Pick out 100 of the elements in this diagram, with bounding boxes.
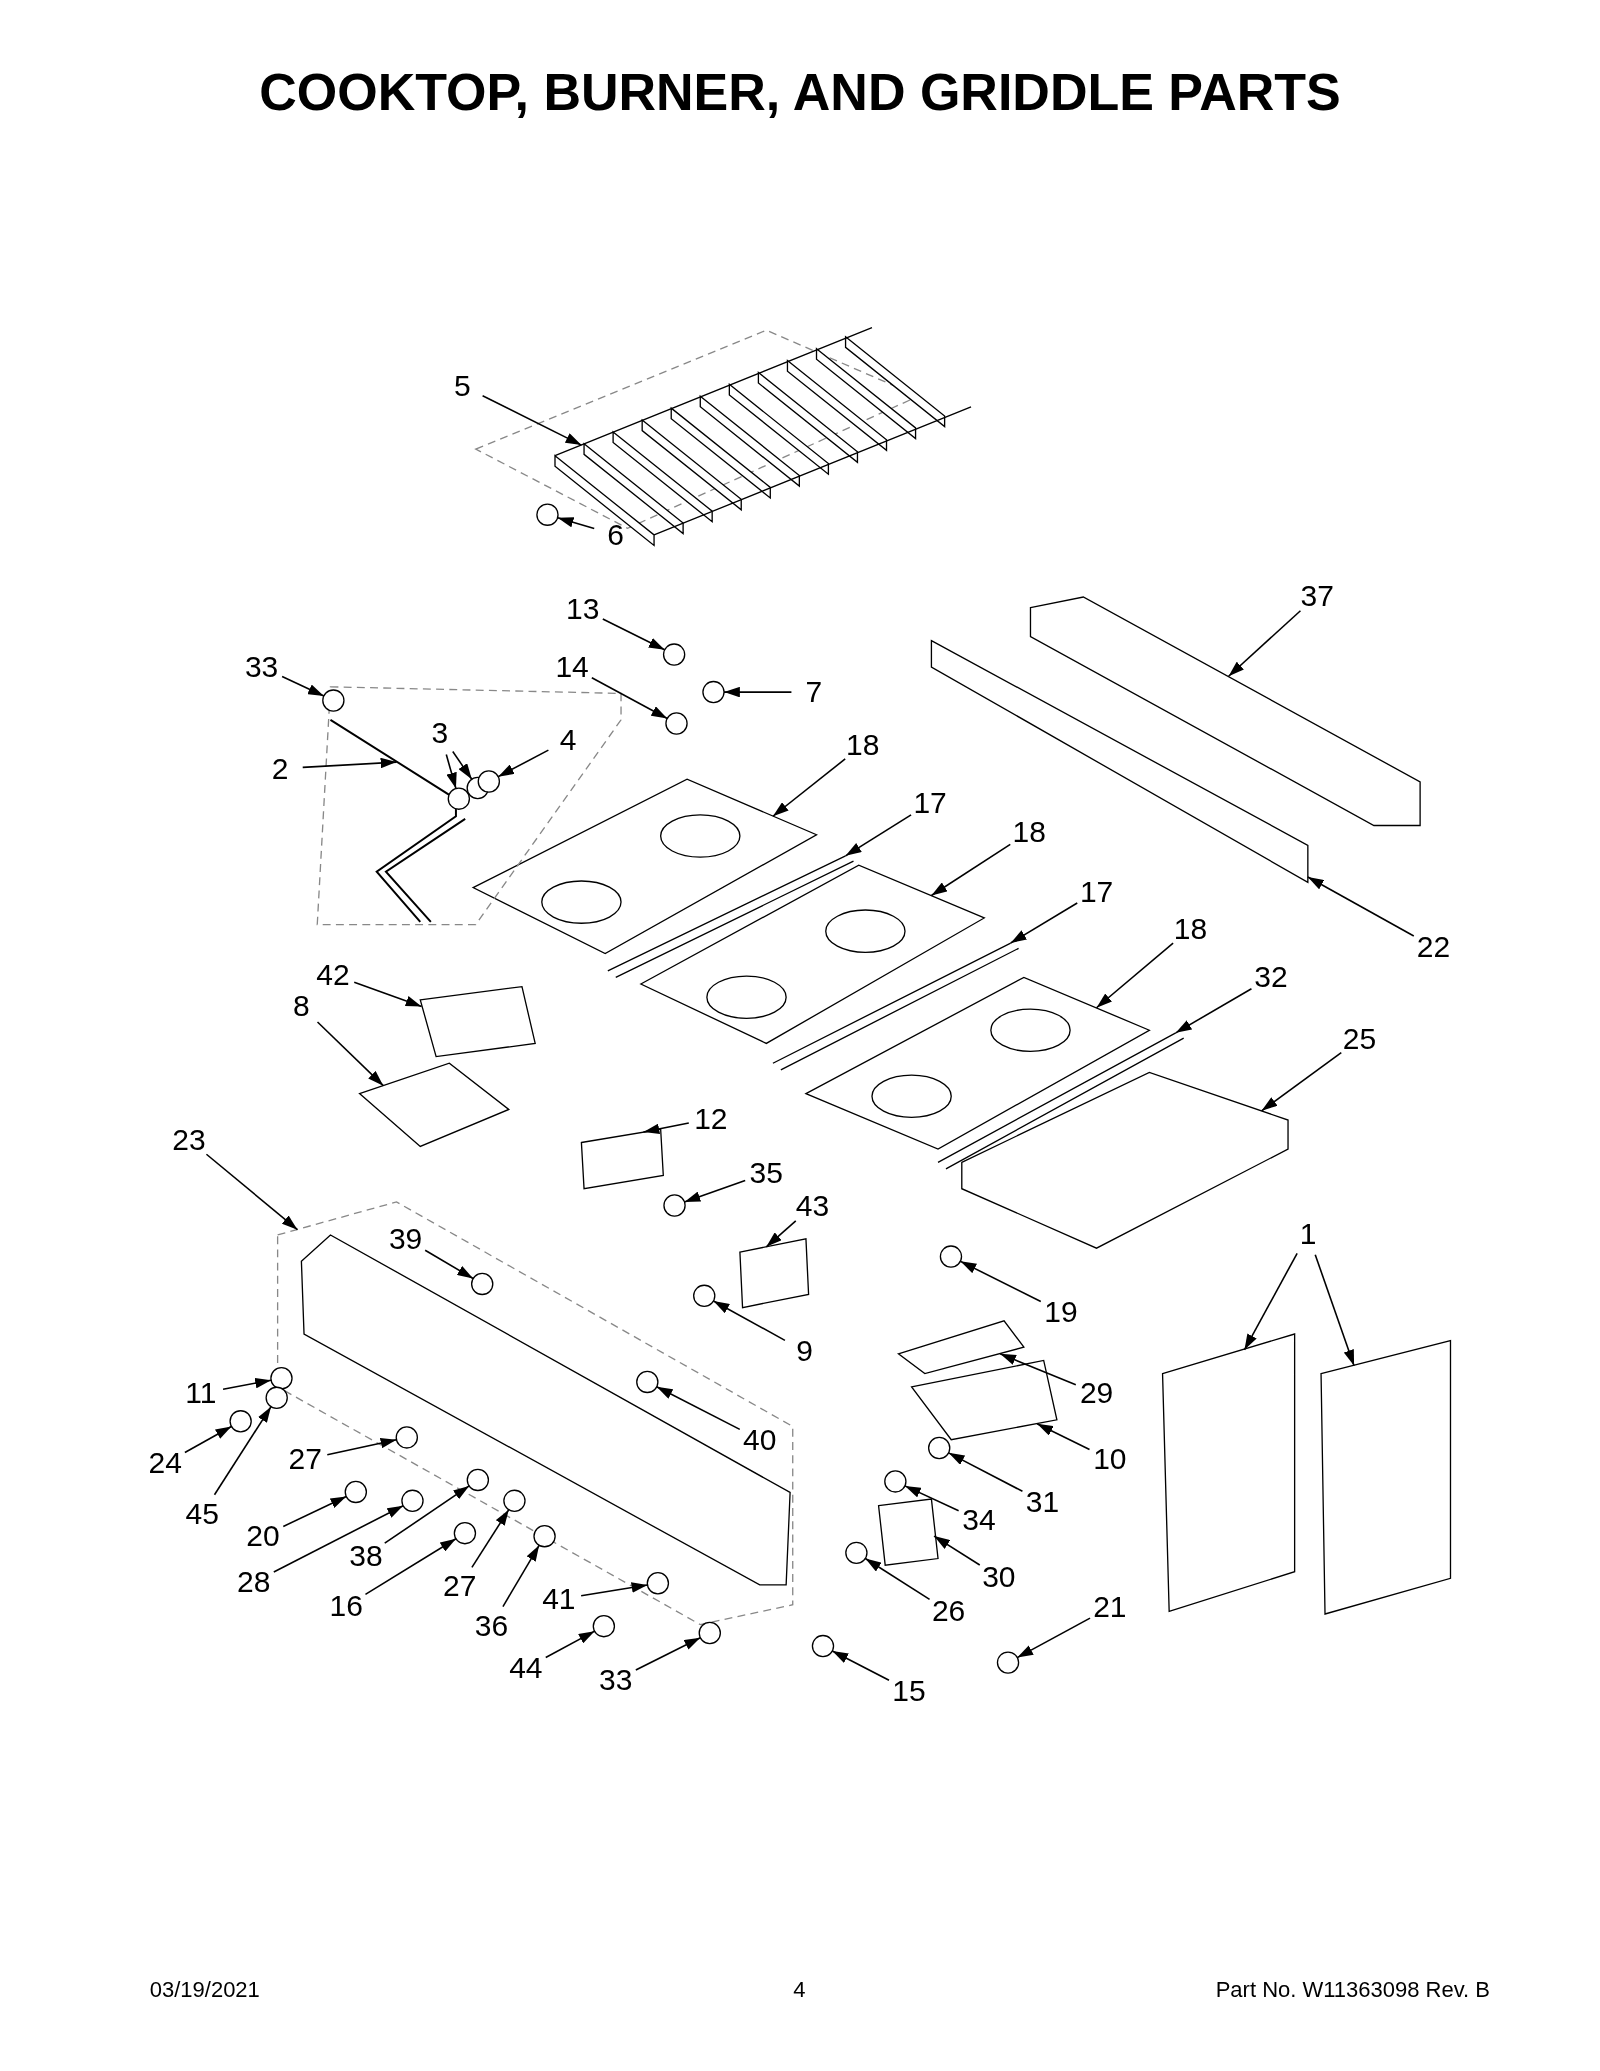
leader-line bbox=[1243, 1252, 1298, 1351]
leader-line bbox=[1227, 609, 1302, 678]
knob bbox=[229, 1410, 252, 1433]
screw bbox=[663, 1194, 686, 1217]
callout-number: 30 bbox=[982, 1562, 1016, 1592]
callout-number: 28 bbox=[237, 1567, 271, 1598]
callout-number: 10 bbox=[1093, 1444, 1127, 1475]
bracket-box bbox=[910, 1359, 1058, 1441]
leader-line bbox=[765, 1220, 797, 1248]
griddle bbox=[961, 1071, 1289, 1249]
knob bbox=[453, 1521, 477, 1545]
callout-number: 19 bbox=[1044, 1296, 1078, 1327]
leader-line bbox=[864, 1557, 931, 1601]
leader-line bbox=[642, 1122, 690, 1135]
bracket bbox=[580, 1128, 664, 1190]
leader-line bbox=[316, 1021, 385, 1087]
callout-number: 12 bbox=[694, 1103, 728, 1134]
grate-foot bbox=[536, 503, 559, 526]
leader-line bbox=[213, 1405, 272, 1496]
leader-line bbox=[326, 1437, 398, 1456]
burner-cap bbox=[662, 643, 686, 666]
callout-number: 3 bbox=[431, 718, 449, 749]
leader-line bbox=[1307, 876, 1415, 937]
leader-line bbox=[947, 1452, 1024, 1493]
leader-line bbox=[273, 1504, 404, 1573]
bracket bbox=[996, 1651, 1020, 1674]
callout-number: 9 bbox=[796, 1336, 813, 1367]
callout-number: 18 bbox=[1012, 817, 1046, 848]
leader-line bbox=[1016, 1617, 1091, 1659]
leader-line bbox=[301, 757, 398, 769]
leader-line bbox=[383, 1485, 470, 1544]
callout-number: 44 bbox=[509, 1653, 543, 1684]
callout-number: 15 bbox=[892, 1675, 926, 1706]
callout-number: 5 bbox=[454, 370, 471, 401]
heat-shield bbox=[358, 1062, 511, 1148]
callout-number: 7 bbox=[805, 677, 823, 708]
callout-number: 13 bbox=[565, 593, 600, 624]
leader-line bbox=[999, 1353, 1077, 1386]
leader-line bbox=[844, 814, 912, 857]
part-number-text: Part No. W11363098 Rev. B bbox=[1215, 1977, 1490, 2003]
leader-line bbox=[556, 516, 595, 530]
leader-line bbox=[959, 1260, 1042, 1303]
bracket bbox=[896, 1320, 1025, 1375]
callout-number: 17 bbox=[913, 788, 947, 819]
leader-line bbox=[602, 618, 666, 651]
callout-number: 22 bbox=[1416, 932, 1451, 962]
clip bbox=[928, 1436, 951, 1460]
leader-line bbox=[544, 1630, 596, 1659]
trim-strip bbox=[607, 855, 855, 979]
callout-number: 32 bbox=[1254, 962, 1288, 993]
callout-number: 29 bbox=[1079, 1378, 1114, 1409]
callout-number: 4 bbox=[559, 724, 577, 755]
page-number: 4 bbox=[793, 1977, 806, 2003]
leader-line bbox=[1260, 1051, 1343, 1112]
screw bbox=[698, 1621, 721, 1645]
leader-line bbox=[580, 1582, 649, 1597]
leader-line bbox=[1036, 1423, 1091, 1451]
leader-line bbox=[471, 1508, 510, 1569]
leader-line bbox=[591, 676, 669, 720]
callout-number: 14 bbox=[555, 652, 589, 682]
valve-bracket bbox=[693, 1284, 716, 1308]
callout-number: 42 bbox=[316, 959, 350, 990]
leader-line bbox=[424, 1249, 474, 1280]
button bbox=[884, 1470, 907, 1493]
leader-line bbox=[635, 1637, 702, 1671]
title: COOKTOP, BURNER, AND GRIDDLE PARTS bbox=[258, 62, 1342, 122]
burner-pan bbox=[639, 864, 986, 1045]
callout-number: 41 bbox=[542, 1584, 576, 1615]
leader-line bbox=[1009, 902, 1078, 944]
callout-number: 21 bbox=[1093, 1592, 1127, 1623]
callout-number: 23 bbox=[172, 1124, 206, 1155]
callout-number: 18 bbox=[1173, 913, 1208, 944]
screw bbox=[702, 680, 725, 704]
leader-line bbox=[445, 753, 457, 790]
control-module bbox=[739, 1238, 810, 1309]
date-text: 03/19/2021 bbox=[149, 1977, 260, 2003]
leader-line bbox=[904, 1485, 960, 1512]
leader-line bbox=[930, 843, 1012, 897]
callout-number: 8 bbox=[292, 991, 310, 1022]
switch bbox=[877, 1498, 939, 1566]
leader-line bbox=[683, 1179, 746, 1203]
callout-number: 6 bbox=[607, 519, 625, 550]
callout-number: 40 bbox=[743, 1424, 777, 1455]
gas-tube-assembly bbox=[316, 686, 622, 926]
leader-line bbox=[1314, 1253, 1355, 1367]
leader-line bbox=[205, 1153, 299, 1231]
leader-line bbox=[723, 686, 793, 698]
callout-number: 33 bbox=[599, 1665, 633, 1696]
side-panel bbox=[1161, 1333, 1296, 1613]
callout-number: 18 bbox=[846, 729, 880, 760]
callout-number: 17 bbox=[1079, 876, 1114, 907]
callout-number: 43 bbox=[795, 1190, 830, 1221]
callout-number: 33 bbox=[244, 652, 279, 682]
screw bbox=[845, 1541, 868, 1565]
leader-line bbox=[831, 1650, 890, 1682]
callout-number: 27 bbox=[288, 1444, 322, 1475]
screw bbox=[265, 1386, 288, 1409]
grate bbox=[474, 326, 972, 547]
callout-number: 34 bbox=[962, 1505, 996, 1536]
callout-number: 20 bbox=[246, 1521, 280, 1552]
